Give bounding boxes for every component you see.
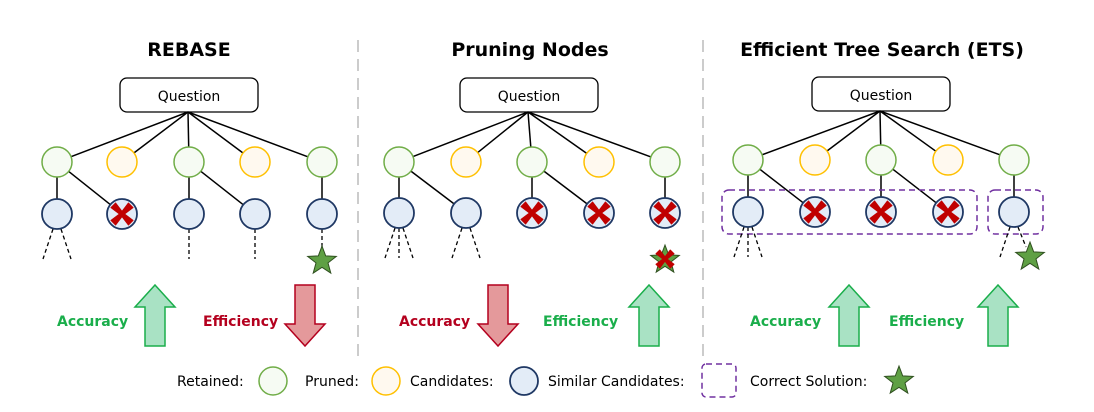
pruned-node <box>106 146 138 178</box>
tree-edge <box>412 111 529 158</box>
legend-retained-label: Retained: <box>177 374 244 390</box>
legend-pruned-label: Pruned: <box>305 374 359 390</box>
rejected-cross-icon <box>110 202 134 226</box>
retained-node <box>649 146 681 178</box>
tree-edge <box>759 168 804 204</box>
pruned-node <box>239 146 271 178</box>
panel-title: Efficient Tree Search (ETS) <box>740 39 1024 61</box>
tree-edge <box>68 170 111 206</box>
retained-node <box>732 144 764 176</box>
pruned-node <box>799 144 831 176</box>
tree-edge <box>187 111 309 158</box>
metric-efficiency-label: Efficiency <box>203 314 278 330</box>
question-label: Question <box>158 89 221 105</box>
unexplored-branch <box>469 227 481 259</box>
metric-accuracy-label: Accuracy <box>750 314 821 330</box>
arrow-down-icon <box>476 284 520 348</box>
unexplored-branch <box>451 227 463 259</box>
similar-candidates-box <box>721 189 978 235</box>
question-label: Question <box>850 88 913 104</box>
legend-candidates-label: Candidates: <box>410 374 494 390</box>
retained-node <box>383 146 415 178</box>
legend-similar-label: Similar Candidates: <box>548 374 685 390</box>
rejected-cross-icon <box>520 201 544 225</box>
metric-accuracy-label: Accuracy <box>399 314 470 330</box>
arrow-up-icon <box>976 283 1020 347</box>
metric-efficiency-label: Efficiency <box>889 314 964 330</box>
retained-node <box>41 146 73 178</box>
legend-similar-box-icon <box>701 363 737 398</box>
tree-edge <box>527 111 532 148</box>
retained-node <box>516 146 548 178</box>
legend: Retained: Pruned: Candidates: Similar Ca… <box>177 363 915 398</box>
rejected-cross-icon <box>653 201 677 225</box>
legend-candidate-circle-icon <box>509 366 539 396</box>
rejected-cross-icon <box>936 200 960 224</box>
tree-edge <box>527 111 652 158</box>
candidate-node <box>41 198 73 230</box>
tree-edge <box>879 110 882 146</box>
pruned-node <box>583 146 615 178</box>
retained-node <box>173 146 205 178</box>
candidate-node <box>998 196 1030 228</box>
tree-edge <box>410 170 455 205</box>
unexplored-branch <box>384 227 396 259</box>
retained-node <box>865 144 897 176</box>
tree-edge <box>761 110 881 156</box>
rejected-cross-icon <box>869 200 893 224</box>
solution-branch <box>1017 226 1027 248</box>
legend-pruned-circle-icon <box>371 366 401 396</box>
legend-star-icon <box>883 364 915 395</box>
tree-edge <box>892 168 937 204</box>
unexplored-branch <box>751 226 763 258</box>
retained-node <box>306 146 338 178</box>
candidate-node <box>173 198 205 230</box>
arrow-down-icon <box>283 284 327 348</box>
tree-edge <box>133 111 189 154</box>
pruned-node <box>932 144 964 176</box>
tree-edge <box>187 111 244 154</box>
unexplored-branch <box>60 228 72 260</box>
arrow-up-icon <box>133 283 177 347</box>
correct-solution-star-icon <box>306 244 338 275</box>
unexplored-branch <box>999 226 1011 258</box>
tree-edge <box>70 111 189 158</box>
panel-title: Pruning Nodes <box>451 39 608 61</box>
unexplored-branch <box>402 227 414 259</box>
similar-candidates-box <box>987 189 1044 235</box>
retained-node <box>998 144 1030 176</box>
tree-edge <box>200 170 244 206</box>
panel-ets: Efficient Tree Search (ETS) QuestionAccur… <box>721 39 1046 347</box>
unexplored-branch <box>42 228 54 260</box>
legend-retained-circle-icon <box>258 366 288 396</box>
rejected-cross-icon <box>803 200 827 224</box>
legend-correct-label: Correct Solution: <box>750 374 867 390</box>
candidate-node <box>306 198 338 230</box>
question-label: Question <box>498 89 561 105</box>
candidate-node <box>383 197 415 229</box>
tree-edge <box>826 110 881 152</box>
rejected-cross-icon <box>587 201 611 225</box>
panel-title: REBASE <box>147 39 230 61</box>
metric-efficiency-label: Efficiency <box>543 314 618 330</box>
arrow-up-icon <box>627 283 671 347</box>
correct-solution-star-icon <box>1014 240 1046 271</box>
pruned-node <box>450 146 482 178</box>
candidate-node <box>732 196 764 228</box>
tree-edge <box>527 111 588 155</box>
tree-edge <box>879 110 1001 156</box>
metric-accuracy-label: Accuracy <box>57 314 128 330</box>
tree-edge <box>543 170 588 205</box>
tree-edge <box>879 110 937 152</box>
rejected-cross-icon <box>655 249 675 269</box>
candidate-node <box>239 198 271 230</box>
arrow-up-icon <box>827 283 871 347</box>
unexplored-branch <box>733 226 745 258</box>
candidate-node <box>450 197 482 229</box>
tree-edge <box>187 111 190 148</box>
tree-edge <box>477 111 529 154</box>
